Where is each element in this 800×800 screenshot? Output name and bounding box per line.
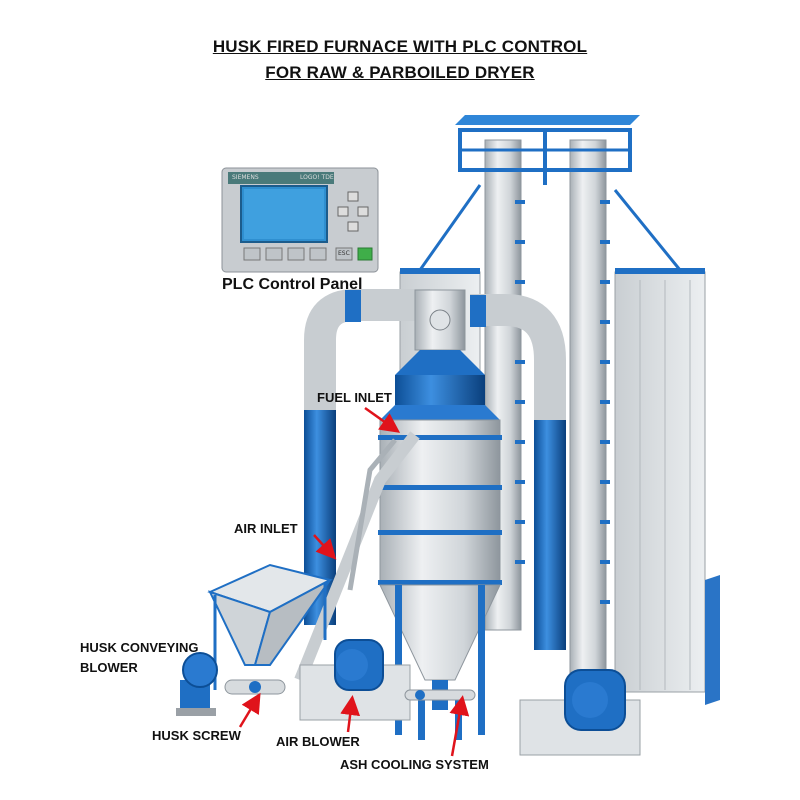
ash-cooling-system xyxy=(404,689,476,701)
hot-air-duct-right xyxy=(470,294,566,650)
plc-navigation-keys xyxy=(337,191,369,232)
plc-brand-label: SIEMENS xyxy=(232,174,259,181)
fuel-inlet-label: FUEL INLET xyxy=(317,390,392,405)
husk-screw-arrow xyxy=(238,692,261,728)
husk-screw-label: HUSK SCREW xyxy=(152,728,241,743)
fuel-inlet-arrow xyxy=(364,406,401,433)
air-blower-label: AIR BLOWER xyxy=(276,734,360,749)
ash-cooling-arrow xyxy=(449,695,470,757)
husk-hopper xyxy=(207,563,333,690)
husk-conveying-blower xyxy=(176,652,218,716)
diagram-title-line-1: HUSK FIRED FURNACE WITH PLC CONTROL xyxy=(212,37,588,56)
husk-conveying-blower-label-line-1: HUSK CONVEYING xyxy=(80,640,199,655)
husk-conveying-blower-label-line-2: BLOWER xyxy=(80,660,138,675)
plc-esc-key: ESC xyxy=(338,250,350,257)
air-inlet-arrow xyxy=(313,534,337,560)
elevator-head-platform xyxy=(418,115,682,271)
dryer-blower xyxy=(519,669,641,756)
plc-model-label: LOGO! TDE xyxy=(300,174,334,181)
air-blower-arrow xyxy=(340,695,361,733)
diagram-title-line-2: FOR RAW & PARBOILED DRYER xyxy=(265,63,535,82)
ash-cooling-system-label: ASH COOLING SYSTEM xyxy=(340,757,489,772)
husk-feed-pipe xyxy=(294,431,420,683)
furnace-body xyxy=(378,289,502,710)
air-inlet-label: AIR INLET xyxy=(234,521,298,536)
plc-control-panel xyxy=(221,167,379,273)
plc-function-keys xyxy=(243,247,373,261)
husk-screw xyxy=(224,679,286,695)
dryer-tower-right xyxy=(614,268,720,705)
callout-arrows xyxy=(238,406,470,757)
plc-control-panel-label: PLC Control Panel xyxy=(222,276,363,293)
bucket-elevator-right xyxy=(569,139,610,701)
